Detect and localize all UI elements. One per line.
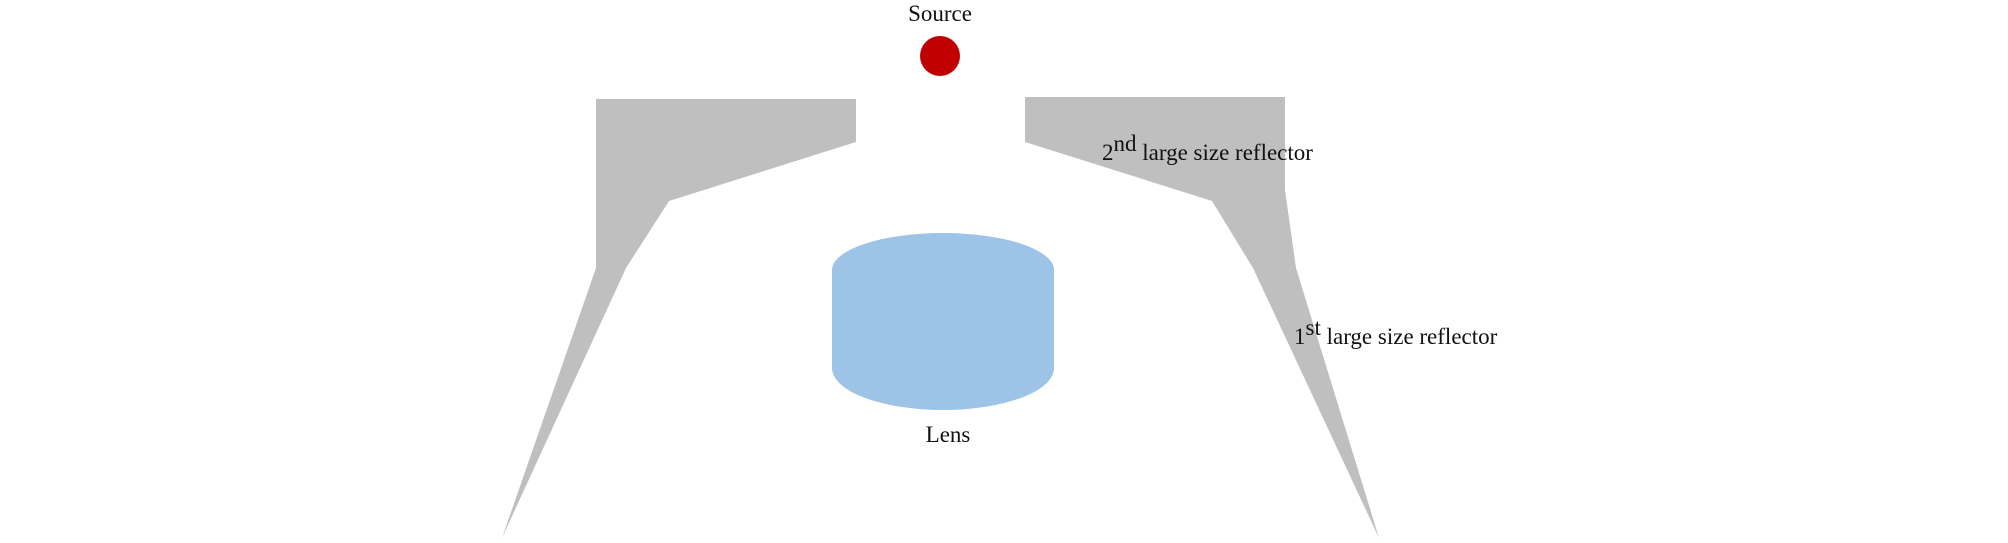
first-reflector-text: large size reflector [1321, 324, 1498, 349]
source-label: Source [908, 1, 972, 26]
second-reflector-ordinal: 2 [1102, 140, 1114, 165]
right-first-reflector [1253, 268, 1379, 538]
first-reflector-label: 1st large size reflector [1294, 315, 1498, 349]
first-reflector-ordinal: 1 [1294, 324, 1306, 349]
lens-bottom [832, 326, 1054, 410]
second-reflector-suffix: nd [1114, 131, 1138, 156]
source-dot [920, 36, 960, 76]
second-reflector-label: 2nd large size reflector [1102, 131, 1313, 165]
lens-label: Lens [926, 422, 971, 447]
second-reflector-text: large size reflector [1137, 140, 1314, 165]
first-reflector-suffix: st [1306, 315, 1322, 340]
right-second-reflector [1025, 97, 1296, 268]
left-first-reflector [502, 268, 626, 538]
left-second-reflector [596, 99, 856, 268]
lens [832, 233, 1054, 410]
